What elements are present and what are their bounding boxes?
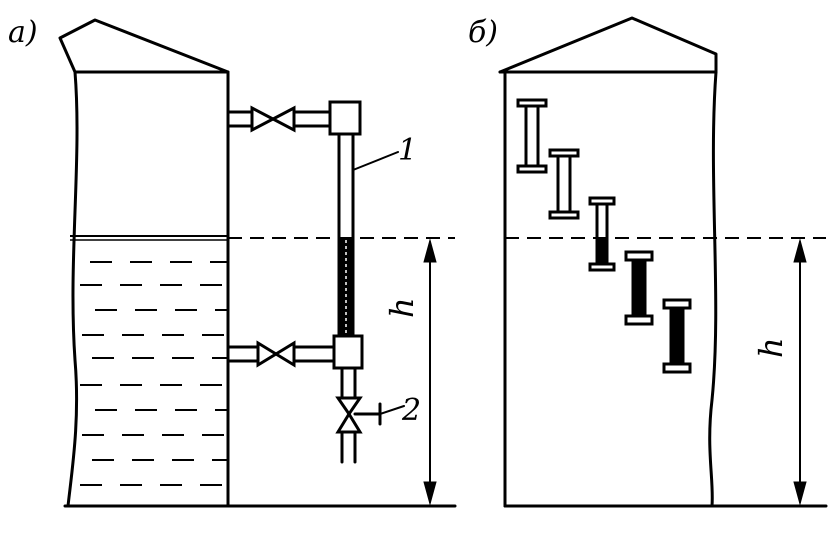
gauge-glass-4-liquid [631,259,647,317]
liquid-fill-a [80,261,228,486]
callout-2-leader [379,405,405,415]
tank-a-left-wall [66,70,79,508]
dimension-h-b [793,238,807,506]
panel-a: а) [8,15,457,508]
dimension-h-a [423,238,437,506]
panel-b-label: б) [468,15,498,50]
gauge-glass-2 [548,148,580,220]
upper-valve-icon [250,105,277,133]
drain-valve-icon-2 [335,411,363,434]
upper-connection [226,100,362,136]
gauge-glass-5 [662,298,692,374]
tank-b-right-wall [708,70,718,508]
gauge-glass-tube [337,132,355,338]
gauge-glass-3 [588,196,616,272]
panel-b: б) [468,15,828,508]
gauge-glass-5-liquid [669,307,685,365]
tank-a [58,18,242,508]
tank-a-roof [58,18,230,74]
lower-valve-icon-2 [273,340,296,368]
tank-b-roof [498,16,718,74]
drain-valve-icon [335,396,363,417]
lower-connection [226,334,364,370]
upper-valve-icon-2 [269,105,296,133]
dimension-h-b-label: h [752,337,790,358]
dimension-h-a-label: h [383,297,421,318]
gauge-glass-3-liquid [596,237,608,265]
lower-head-block [332,334,364,370]
drain-pipe [335,366,382,464]
lower-valve-icon [256,340,279,368]
tank-b [498,16,828,508]
callout-1-label: 1 [398,133,417,168]
callout-1-leader [352,151,399,171]
gauge-glass-4 [624,250,654,326]
callout-2-label: 2 [401,393,421,428]
panel-a-label: а) [8,15,38,50]
gauge-glass-1 [516,98,548,174]
upper-head-block [328,100,362,136]
